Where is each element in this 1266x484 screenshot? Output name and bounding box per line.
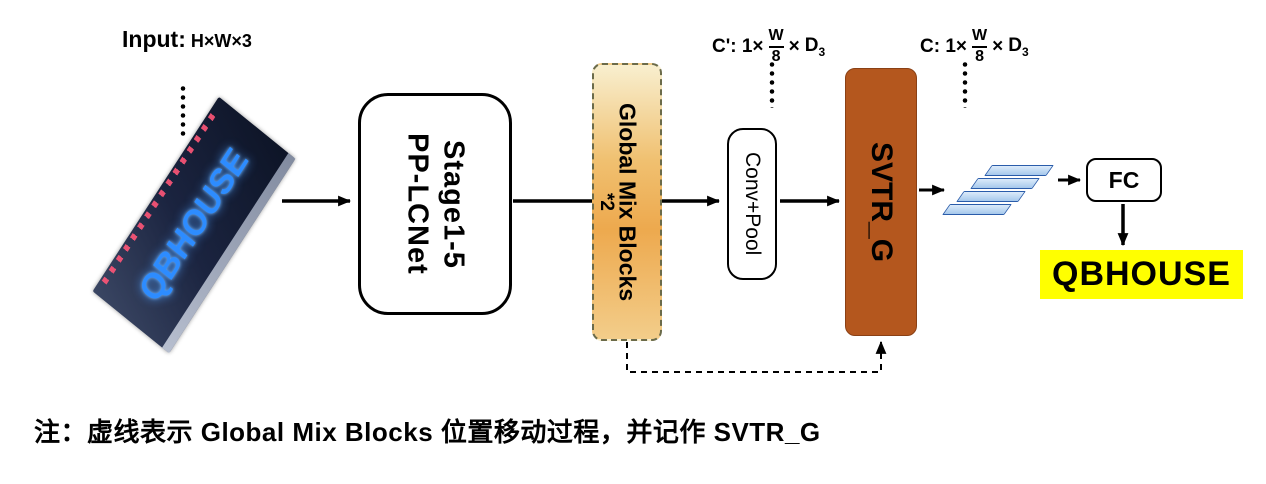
c-prime-label: C': 1× W 8 × D3 <box>712 27 826 65</box>
feature-token <box>942 204 1012 215</box>
conv-pool-block: Conv+Pool <box>727 128 777 280</box>
vertical-ellipsis-icon <box>769 60 775 108</box>
pp-lcnet-label: PP-LCNet Stage1-5 <box>401 133 470 275</box>
fraction-w-over-8: W 8 <box>972 27 988 65</box>
dashed-move-path <box>626 340 887 373</box>
fraction-w-over-8: W 8 <box>768 27 784 65</box>
c-label: C: 1× W 8 × D3 <box>920 27 1029 65</box>
vertical-ellipsis-icon <box>962 60 968 108</box>
global-mix-blocks: *2 Global Mix Blocks <box>592 63 662 341</box>
fc-block: FC <box>1086 158 1162 202</box>
svtr-g-label: SVTR_G <box>865 141 898 263</box>
feature-token <box>970 178 1040 189</box>
caption-note: 注：虚线表示 Global Mix Blocks 位置移动过程，并记作 SVTR… <box>34 417 821 447</box>
svtr-g-block: SVTR_G <box>845 68 917 336</box>
feature-token <box>984 165 1054 176</box>
feature-token <box>956 191 1026 202</box>
input-dims: H×W×3 <box>190 31 252 51</box>
gmb-label: Global Mix Blocks <box>614 102 641 302</box>
input-label: Input: H×W×3 <box>122 26 252 53</box>
vertical-ellipsis-icon <box>180 84 186 136</box>
output-text: QBHOUSE <box>1040 250 1243 299</box>
fc-label: FC <box>1108 166 1140 193</box>
conv-pool-label: Conv+Pool <box>741 152 764 256</box>
gmb-multiplier: *2 <box>596 193 617 211</box>
input-label-text: Input: <box>122 26 186 52</box>
pp-lcnet-block: PP-LCNet Stage1-5 <box>358 93 512 315</box>
